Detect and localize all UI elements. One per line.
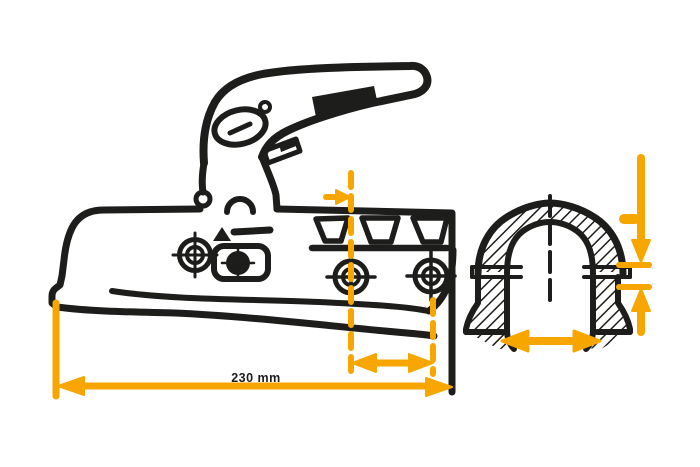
dimension-overall-length (52, 299, 453, 400)
overall-length-label: 230 mm (231, 371, 281, 385)
indicator-bar (230, 226, 274, 236)
mounting-hole-rear (405, 250, 457, 302)
dimension-annotations: 230 mm (52, 154, 652, 400)
latch-detail-solid (279, 138, 296, 152)
dimension-collar-height (616, 154, 652, 336)
coupling-body (48, 153, 457, 396)
crosshair-circle (171, 231, 219, 279)
ball-socket-cross-section (463, 194, 633, 352)
lever-logo-plate (312, 86, 378, 117)
leader-arrowhead (335, 189, 351, 205)
arrowhead-down (631, 239, 651, 263)
centerline-front-hole (323, 170, 354, 377)
indicator-triangle (213, 227, 231, 241)
coupling-lever (199, 61, 432, 167)
channel-cutouts (313, 215, 450, 245)
section-dome-hatch (478, 203, 623, 272)
clamp-ledge-lines (470, 265, 632, 279)
lever-grip-hole (211, 106, 269, 148)
dimension-socket-diameter (500, 329, 602, 353)
ball-boss-arc (224, 196, 256, 215)
lever-pin-hole (258, 100, 272, 114)
coupling-head-side-view (48, 61, 457, 396)
arrowhead-left (57, 376, 85, 396)
grip-hatch-mark (227, 121, 253, 136)
dimension-hole-spacing (351, 353, 434, 373)
pivot-bolt-head (193, 189, 213, 209)
bolt-slot-detail (211, 243, 271, 282)
arrowhead-right (425, 377, 453, 397)
